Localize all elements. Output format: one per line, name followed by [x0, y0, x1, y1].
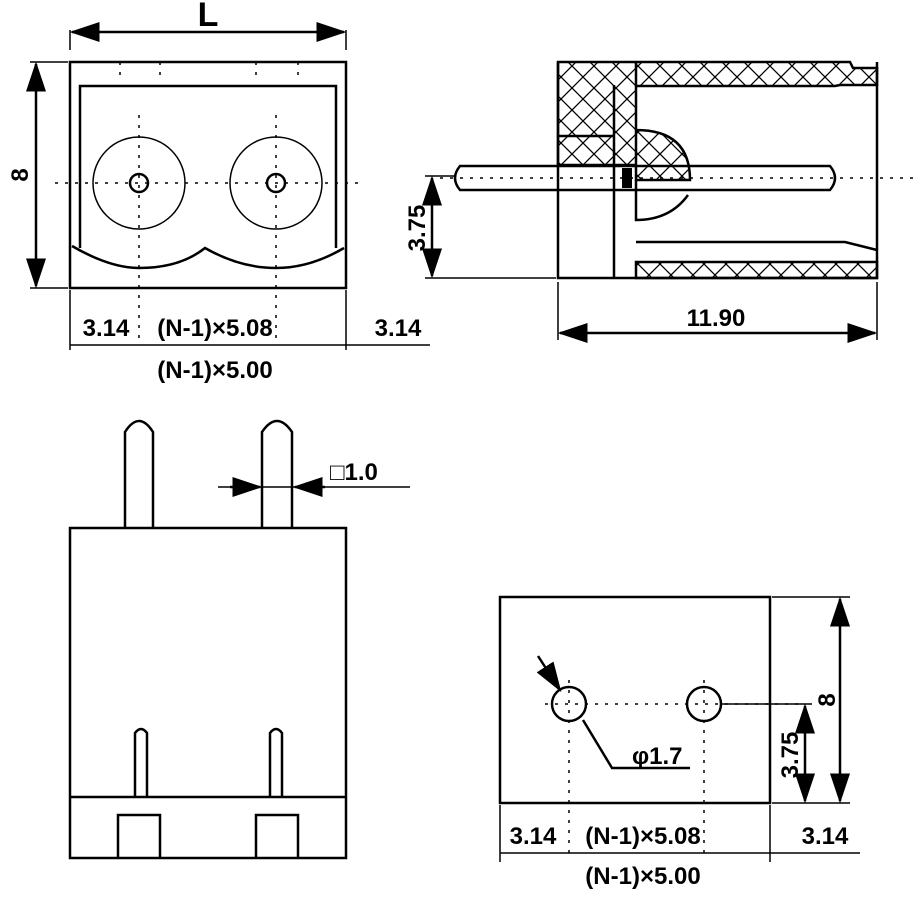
pitch-label-top: (N-1)×5.08 — [157, 315, 272, 342]
width-label: L — [198, 0, 219, 34]
pin-height-label: 3.75 — [404, 205, 431, 252]
bottom-dimension-lines — [499, 805, 860, 862]
bottom-dimension-lines — [69, 290, 430, 350]
height-label: 8 — [814, 693, 841, 706]
pin — [453, 164, 837, 192]
diameter-leader — [581, 719, 690, 770]
inner-outline — [78, 84, 338, 248]
hole-diameter-label: φ1.7 — [632, 743, 683, 770]
depth-label: 11.90 — [687, 305, 746, 332]
bottom-view: □1.0 — [68, 419, 410, 860]
housing-outline — [68, 60, 348, 290]
slots — [133, 727, 284, 797]
right-margin-label: 3.14 — [802, 823, 849, 850]
wavy-bottom — [71, 244, 345, 270]
housing-outline — [556, 62, 879, 280]
housing-section-top — [556, 60, 879, 182]
pins — [123, 419, 294, 528]
pitch-label-bottom: (N-1)×5.00 — [157, 357, 272, 384]
hole-height-label: 3.75 — [777, 732, 804, 779]
diameter-leader — [536, 655, 562, 693]
height-label: 8 — [7, 168, 34, 181]
pitch-label-top: (N-1)×5.08 — [585, 823, 700, 850]
housing-outline — [68, 526, 348, 860]
housing-section-bottom — [634, 260, 879, 280]
notches — [116, 813, 300, 858]
pitch-label-bottom: (N-1)×5.00 — [585, 863, 700, 890]
footprint-outline — [498, 595, 772, 805]
pin-size-label: □1.0 — [330, 459, 378, 486]
left-margin-label: 3.14 — [510, 823, 557, 850]
right-margin-label: 3.14 — [375, 315, 422, 342]
pcb-layout: φ1.7 8 3.75 3.14 (N-1)×5.08 3.14 (N-1)×5… — [498, 595, 860, 890]
pin-collar — [622, 168, 632, 188]
front-view: L 8 3.14 (N-1)×5.08 3.14 (N-1)×5.00 — [7, 0, 430, 384]
left-margin-label: 3.14 — [83, 315, 130, 342]
side-view: 3.75 11.90 — [404, 60, 915, 343]
center-lines — [55, 62, 360, 340]
extension-lines — [425, 175, 556, 279]
